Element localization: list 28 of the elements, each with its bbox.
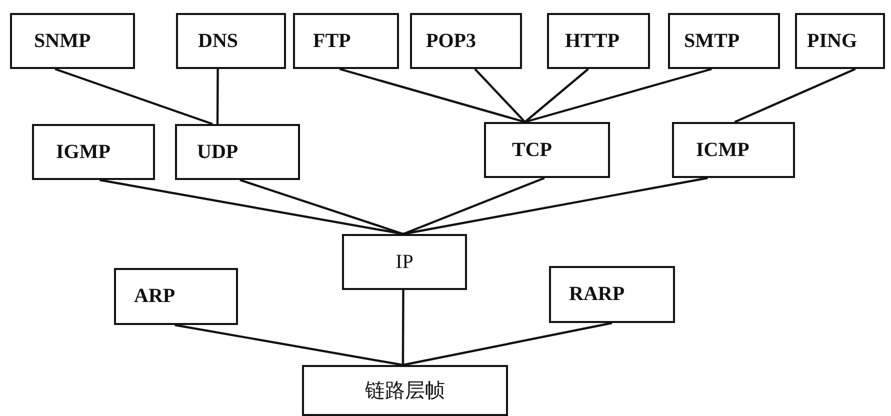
protocol-box: SNMP	[10, 13, 135, 69]
connector-line	[54, 68, 213, 126]
protocol-box: HTTP	[547, 13, 650, 69]
connector-line	[734, 68, 856, 123]
protocol-box: FTP	[293, 13, 399, 69]
connector-line	[339, 68, 526, 124]
connector-line	[174, 324, 404, 366]
connector-line	[402, 322, 612, 366]
protocol-box: IP	[342, 234, 467, 290]
connector-line	[402, 176, 545, 236]
protocol-box: ARP	[114, 268, 238, 325]
connector-line	[524, 68, 712, 124]
protocol-box: UDP	[175, 124, 300, 180]
connector-line	[216, 69, 219, 124]
protocol-box: DNS	[176, 13, 286, 69]
connector-line	[402, 290, 404, 365]
connector-line	[474, 68, 526, 123]
connector-line	[403, 176, 708, 236]
connector-line	[524, 68, 589, 123]
protocol-box: POP3	[410, 13, 522, 69]
protocol-box: IGMP	[32, 124, 155, 180]
protocol-box: RARP	[549, 266, 675, 323]
protocol-box: PING	[795, 13, 885, 69]
protocol-box: 链路层帧	[302, 365, 508, 416]
connector-line	[240, 178, 404, 236]
protocol-box: TCP	[484, 122, 610, 178]
protocol-box: ICMP	[672, 122, 795, 178]
protocol-box: SMTP	[668, 13, 780, 69]
